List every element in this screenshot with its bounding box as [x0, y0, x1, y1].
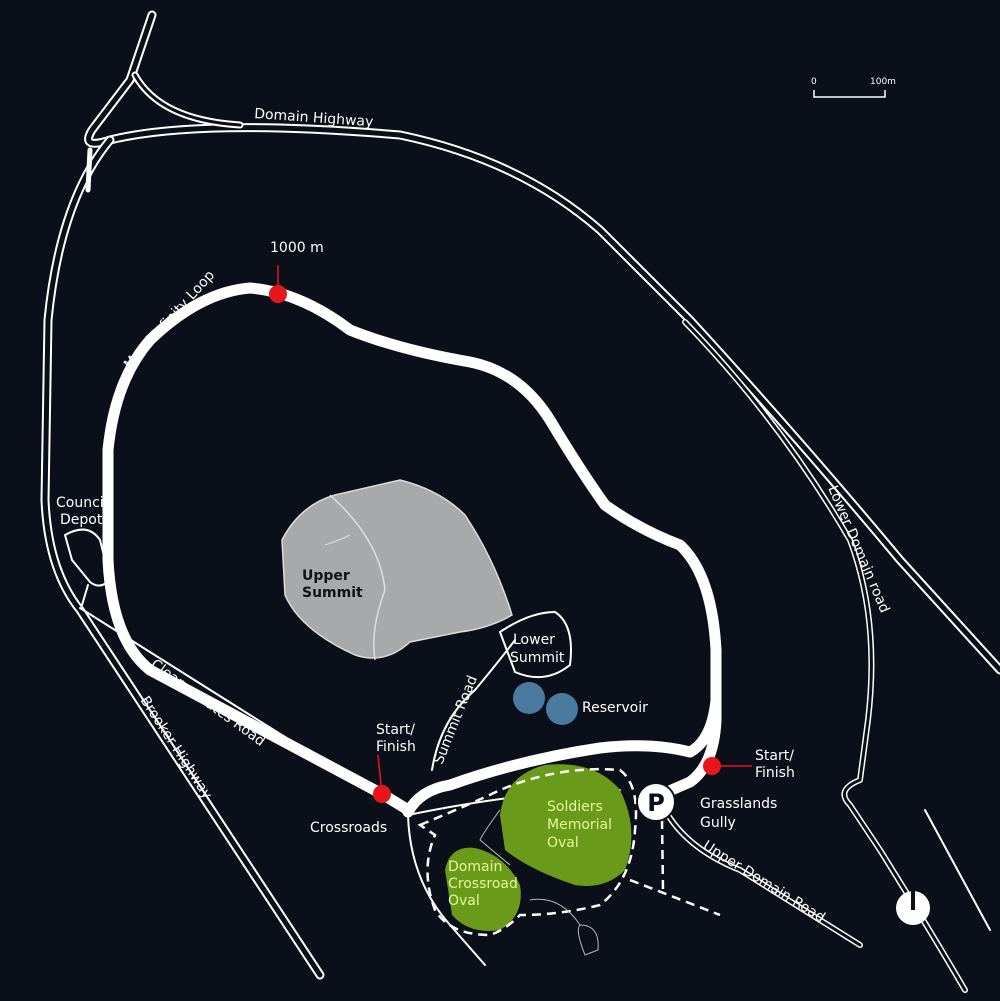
maxs-infinity-loop-route: [102, 282, 722, 814]
lower-domain-road: [682, 319, 991, 993]
svg-text:P: P: [647, 789, 665, 817]
label-council-depot: Council: [56, 495, 108, 511]
reservoir-tank: [546, 693, 578, 725]
upper-domain-road: [665, 812, 863, 948]
lower-summit-area: [498, 610, 572, 679]
label-soldiers-memorial-oval: Soldiers: [547, 799, 603, 815]
soldiers-memorial-oval: [500, 764, 632, 886]
label-soldiers-memorial-oval: Oval: [547, 835, 579, 851]
label-upper-domain-road: Upper Domain Road: [700, 838, 828, 926]
label-start-finish-east: Start/: [755, 748, 794, 764]
label-lower-summit: Summit: [510, 650, 565, 666]
north-arrow-icon: [896, 890, 930, 925]
label-soldiers-memorial-oval: Memorial: [547, 817, 612, 833]
label-start-finish-east: Finish: [755, 765, 795, 781]
reservoir-tank: [513, 682, 545, 714]
label-crossroads: Crossroads: [310, 820, 387, 836]
label-start-finish-west: Start/: [376, 722, 415, 738]
parking-icon: P: [636, 782, 676, 822]
label-grasslands-gully: Gully: [700, 815, 736, 831]
label-start-finish-west: Finish: [376, 739, 416, 755]
label-summit-road: Summit Road: [431, 673, 481, 766]
label-lower-domain-road: Lower Domain road: [824, 483, 892, 615]
label-domain-crossroad-oval: Domain: [448, 859, 502, 875]
label-upper-summit: Summit: [302, 585, 363, 601]
marker-start-finish-east: [703, 757, 721, 775]
svg-text:0: 0: [811, 77, 817, 87]
label-upper-summit: Upper: [302, 568, 350, 584]
label-reservoir: Reservoir: [582, 700, 648, 716]
marker-1000m: [269, 285, 287, 303]
domain-crossroad-oval: [445, 847, 521, 931]
upper-summit-area: [281, 479, 513, 659]
label-grasslands-gully: Grasslands: [700, 796, 777, 812]
label-domain-crossroad-oval: Oval: [448, 893, 480, 909]
label-council-depot: Depot: [60, 512, 103, 528]
label-lower-summit: Lower: [513, 632, 555, 648]
label-1000m: 1000 m: [270, 240, 324, 256]
label-maxs-infinity-loop: Maxs Infinity Loop: [121, 267, 218, 372]
summit-road: [431, 639, 516, 771]
label-domain-crossroad-oval: Crossroad: [448, 876, 518, 892]
label-brooker-highway: Brooker Highway: [137, 693, 215, 802]
svg-text:100m: 100m: [870, 77, 896, 87]
walking-track: [417, 767, 638, 937]
scale-bar: 0 100m: [811, 77, 896, 98]
brooker-highway: [40, 135, 325, 980]
marker-start-finish-west: [373, 785, 391, 803]
